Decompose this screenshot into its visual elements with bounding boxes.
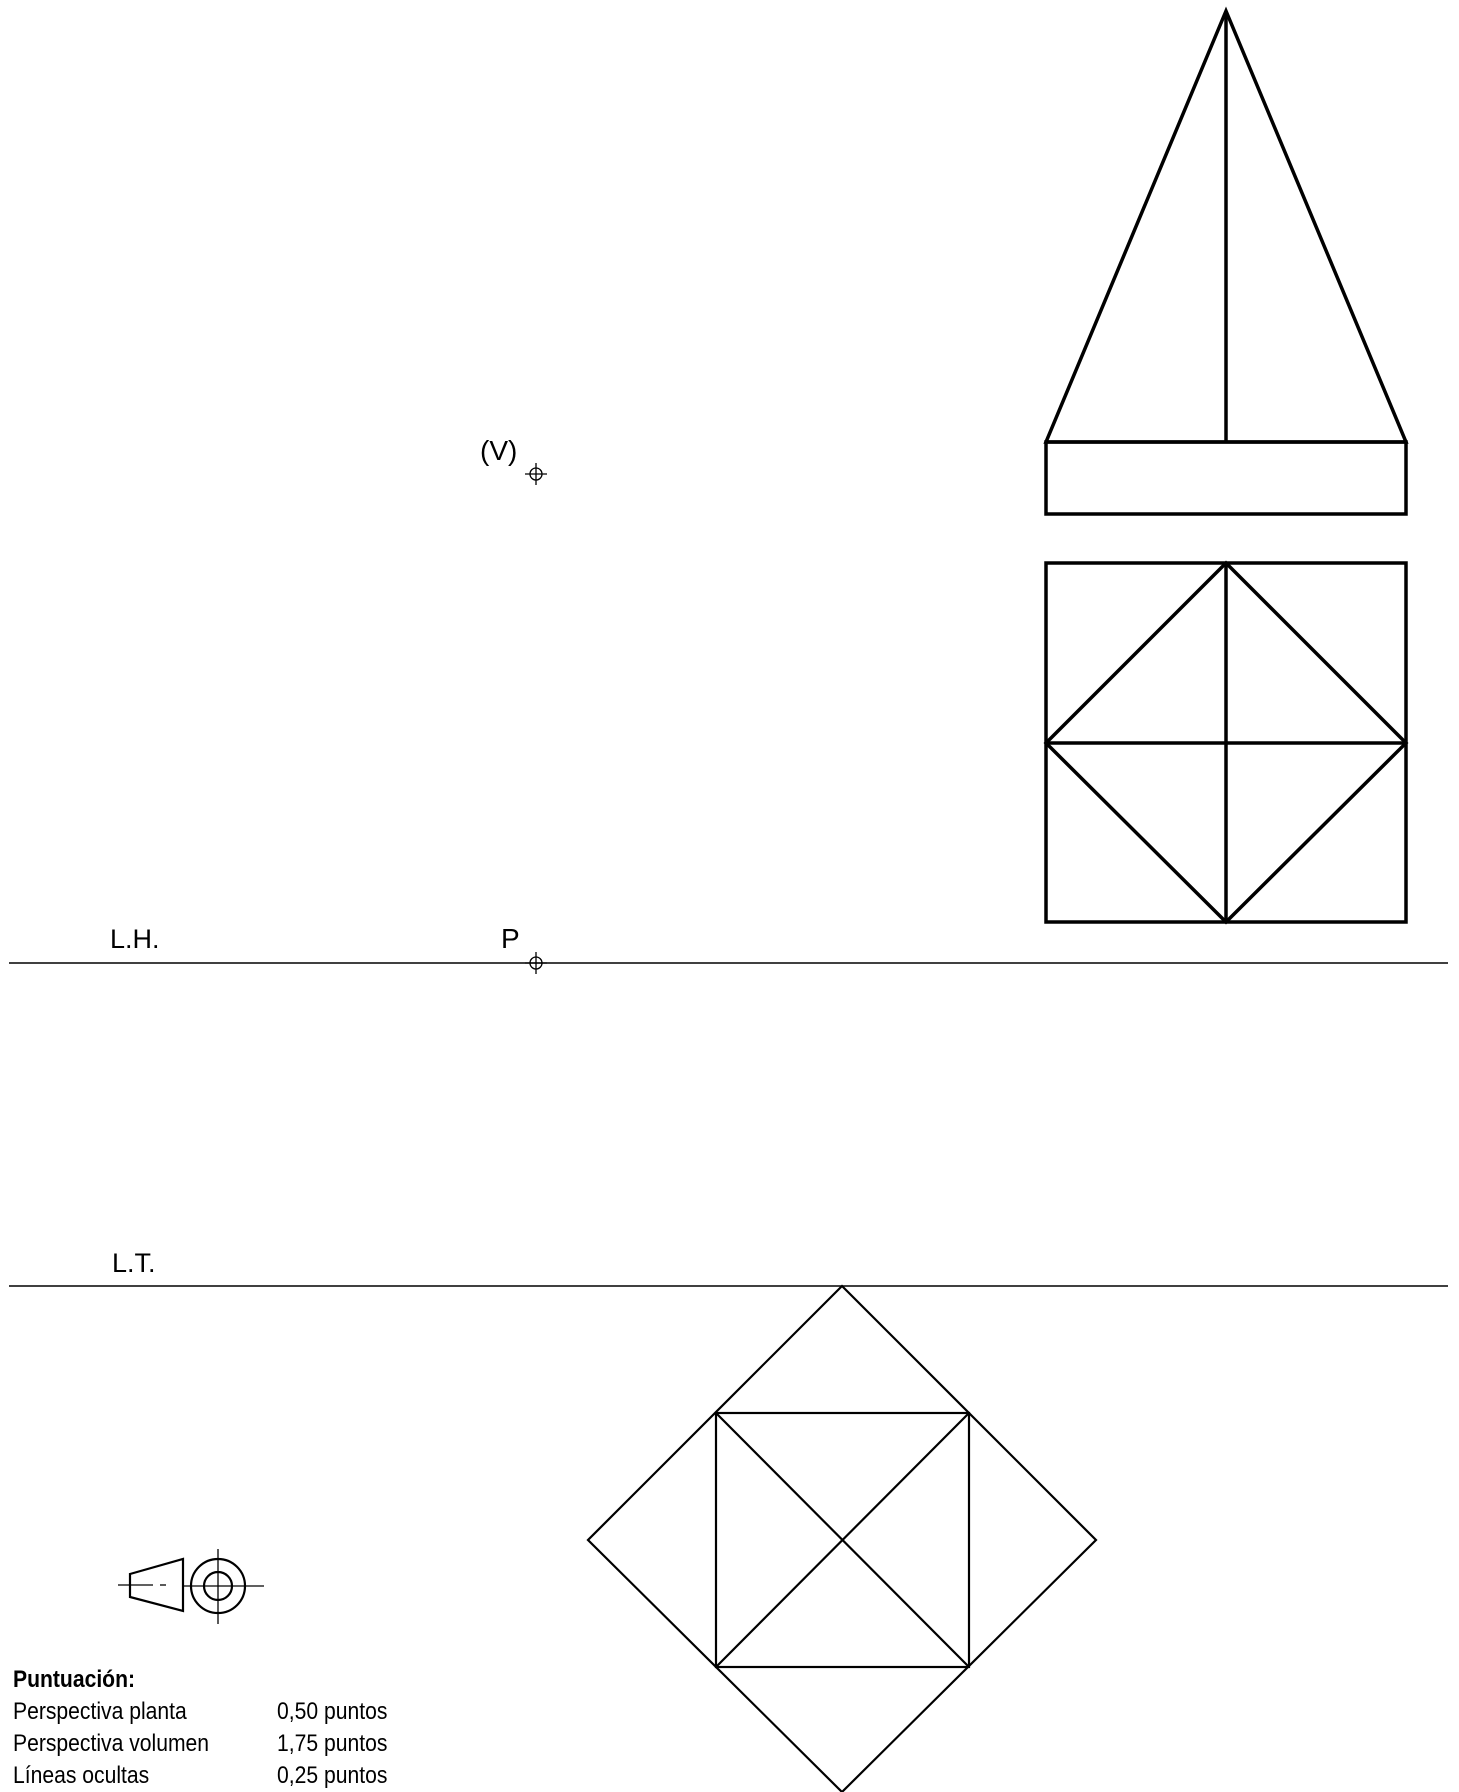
horizon-line-label: L.H. (110, 924, 160, 954)
scoring-row: Perspectiva volumen 1,75 puntos (13, 1728, 387, 1760)
outer-diamond (586, 1284, 1098, 1792)
scoring-item-points: 0,25 puntos (277, 1762, 388, 1789)
truncated-cone-icon (128, 1557, 185, 1613)
inner-square (714, 1411, 971, 1669)
plan-in-perspective-figure (586, 1284, 1098, 1792)
scoring-item-name: Perspectiva planta (13, 1698, 187, 1725)
plan-view (1043, 560, 1409, 925)
scoring-item-points: 0,50 puntos (277, 1698, 388, 1725)
scoring-table: Puntuación: Perspectiva planta 0,50 punt… (13, 1664, 387, 1792)
scoring-title: Puntuación: (13, 1666, 136, 1693)
scoring-row: Perspectiva planta 0,50 puntos (13, 1696, 387, 1728)
scoring-item-name: Perspectiva volumen (13, 1730, 210, 1757)
elevation-view (1043, 6, 1409, 516)
principal-point-marker (525, 952, 547, 974)
inner-diagonal-2 (715, 1412, 970, 1668)
vanishing-point-marker (525, 463, 547, 485)
first-angle-projection-symbol (118, 1549, 264, 1624)
scoring-item-name: Líneas ocultas (13, 1762, 150, 1789)
elevation-base-prism (1044, 440, 1408, 516)
scoring-item-points: 1,75 puntos (277, 1730, 388, 1757)
ground-line-label: L.T. (112, 1248, 156, 1278)
scoring-row: Líneas ocultas 0,25 puntos (13, 1760, 387, 1792)
principal-point-label: P (501, 923, 520, 954)
vanishing-point-label: (V) (480, 435, 518, 466)
